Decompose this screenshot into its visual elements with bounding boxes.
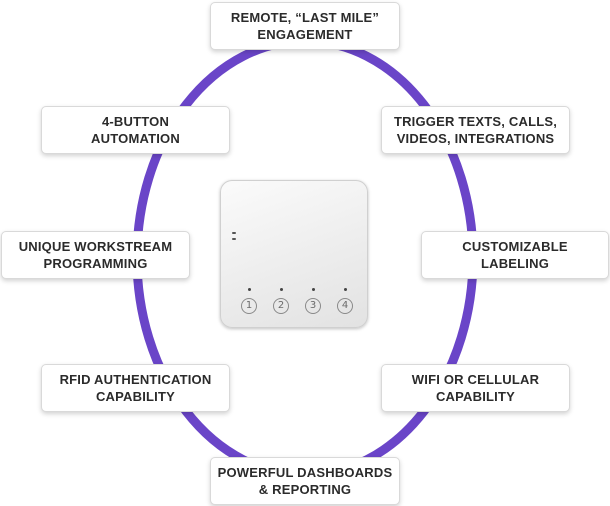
device-button-1: 1 <box>241 298 257 314</box>
feature-rfid-authentication: RFID AUTHENTICATION CAPABILITY <box>41 364 230 412</box>
feature-line: 4-BUTTON <box>101 114 170 129</box>
feature-line: TRIGGER TEXTS, CALLS, <box>393 114 558 129</box>
feature-line: WIFI OR CELLULAR <box>411 372 540 387</box>
feature-customizable-labeling: CUSTOMIZABLE LABELING <box>421 231 609 279</box>
status-led <box>232 232 236 234</box>
feature-line: VIDEOS, INTEGRATIONS <box>396 131 555 146</box>
feature-remote-engagement: REMOTE, “LAST MILE” ENGAGEMENT <box>210 2 400 50</box>
feature-dashboards-reporting: POWERFUL DASHBOARDS & REPORTING <box>210 457 400 505</box>
feature-line: RFID AUTHENTICATION <box>59 372 212 387</box>
feature-trigger-texts: TRIGGER TEXTS, CALLS, VIDEOS, INTEGRATIO… <box>381 106 570 154</box>
feature-4-button-automation: 4-BUTTON AUTOMATION <box>41 106 230 154</box>
button-led <box>344 288 347 291</box>
status-led <box>232 238 236 240</box>
feature-workstream-programming: UNIQUE WORKSTREAM PROGRAMMING <box>1 231 190 279</box>
feature-wifi-cellular: WIFI OR CELLULAR CAPABILITY <box>381 364 570 412</box>
feature-line: & REPORTING <box>258 482 352 497</box>
feature-line: PROGRAMMING <box>43 256 148 271</box>
feature-line: REMOTE, “LAST MILE” <box>230 10 380 25</box>
button-led <box>280 288 283 291</box>
feature-line: POWERFUL DASHBOARDS <box>217 465 393 480</box>
feature-line: AUTOMATION <box>91 131 180 146</box>
button-led <box>248 288 251 291</box>
button-device-image: 1 2 3 4 <box>220 180 368 328</box>
feature-line: CAPABILITY <box>95 389 176 404</box>
feature-line: CAPABILITY <box>435 389 516 404</box>
device-button-2: 2 <box>273 298 289 314</box>
device-button-4: 4 <box>337 298 353 314</box>
device-button-3: 3 <box>305 298 321 314</box>
button-led <box>312 288 315 291</box>
feature-line: UNIQUE WORKSTREAM <box>18 239 173 254</box>
feature-line: CUSTOMIZABLE <box>462 239 568 254</box>
feature-line: LABELING <box>480 256 550 271</box>
feature-line: ENGAGEMENT <box>257 27 353 42</box>
